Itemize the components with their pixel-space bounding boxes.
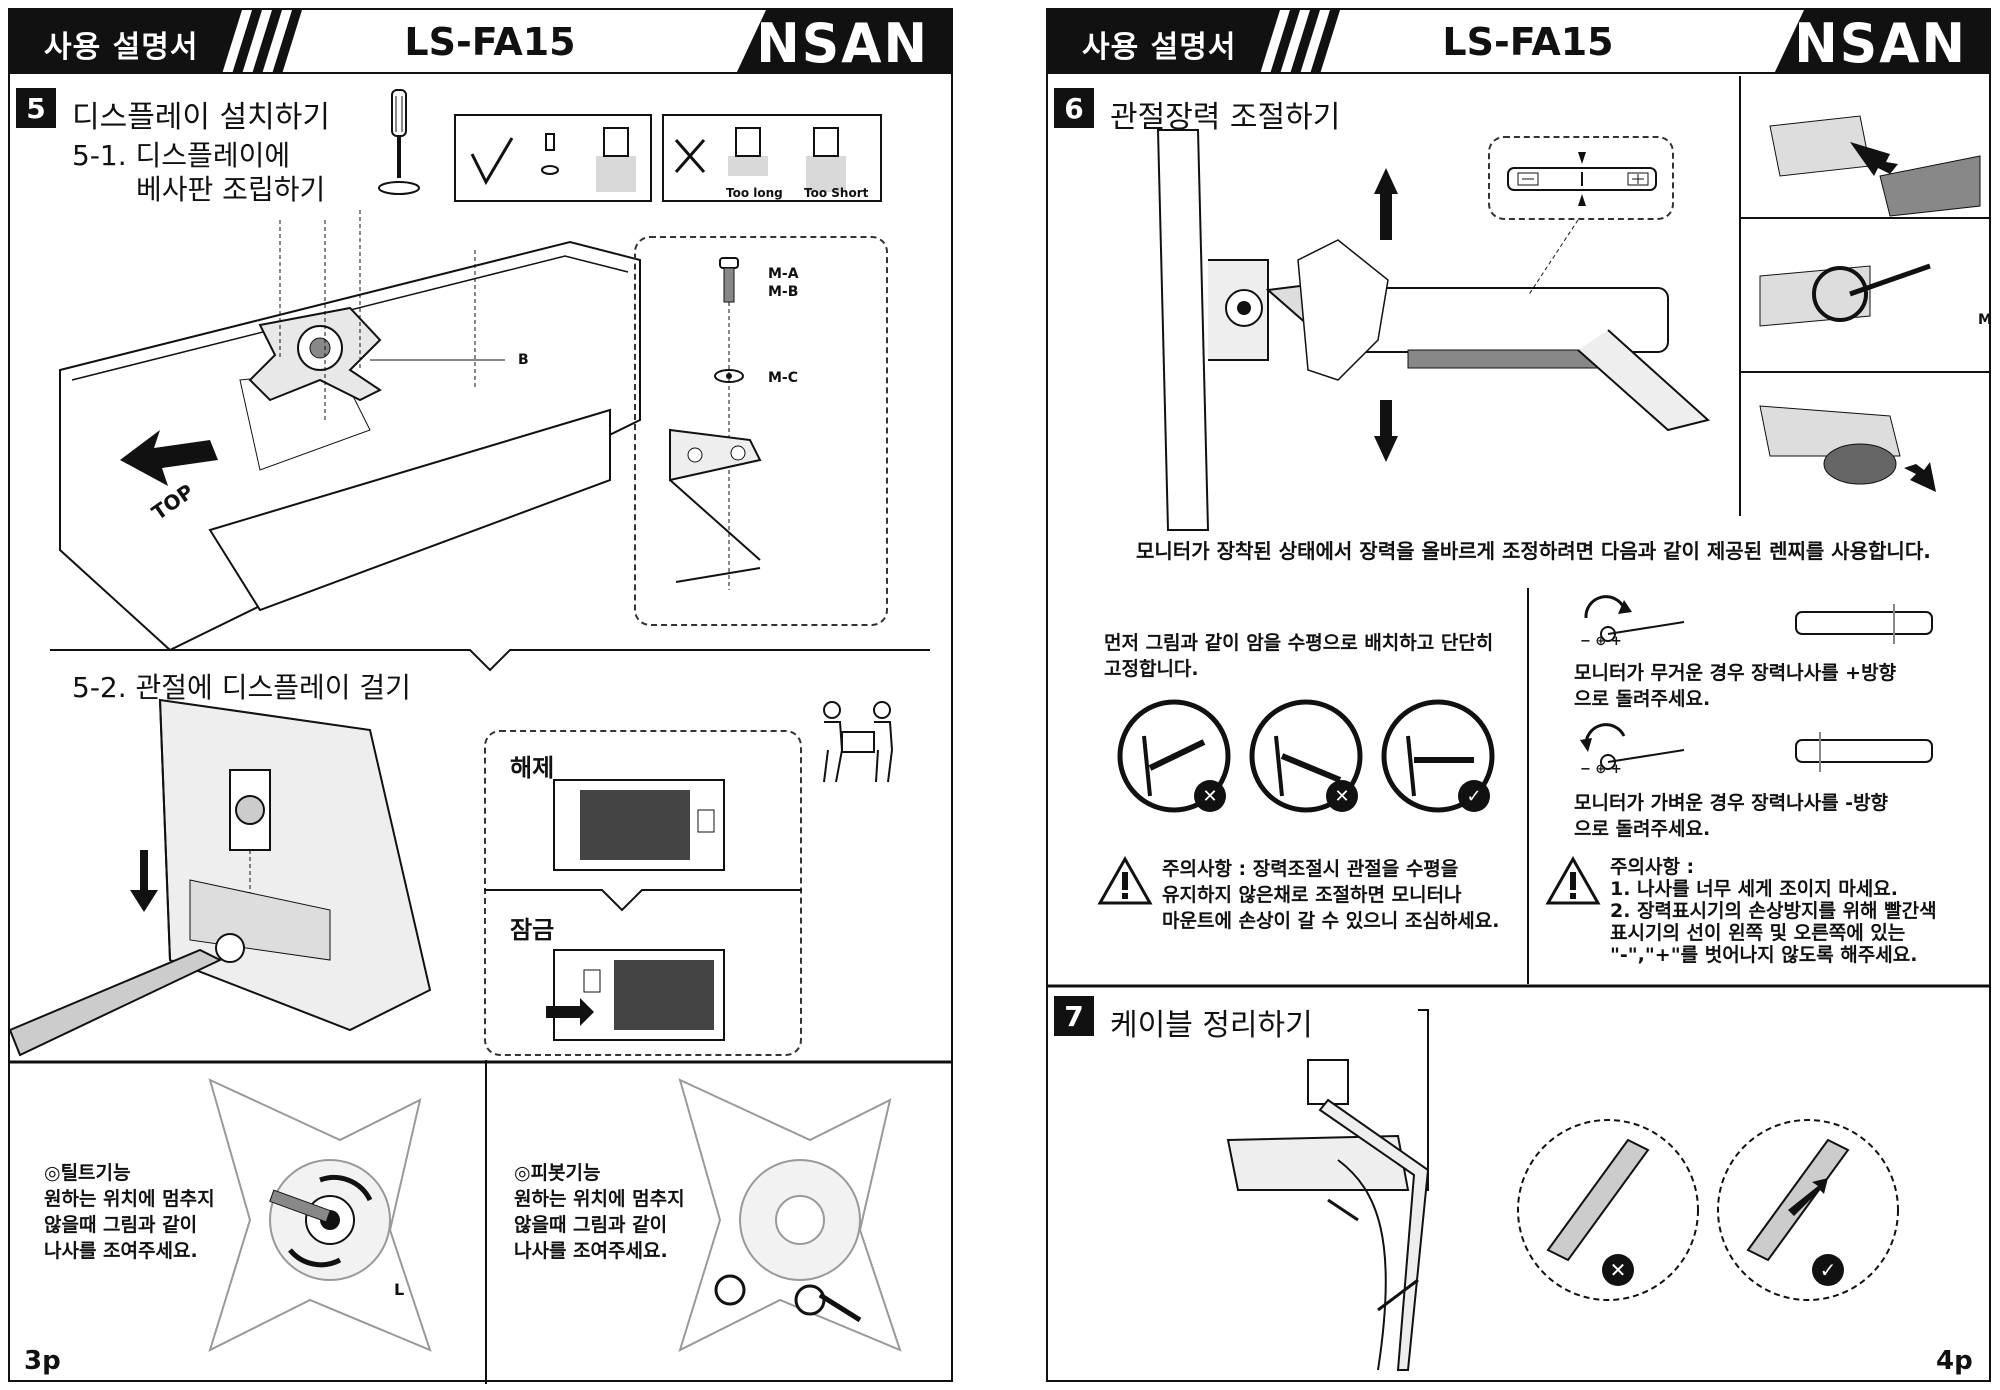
caution2-line2: 1. 나사를 너무 세게 조이지 마세요. bbox=[1610, 878, 1898, 900]
too-long-label: Too long bbox=[726, 186, 783, 200]
svg-text:✓: ✓ bbox=[1466, 786, 1481, 807]
light-line2: 으로 돌려주세요. bbox=[1574, 818, 1711, 840]
hang-display-illustration bbox=[8, 698, 432, 1057]
step5-title: 디스플레이 설치하기 bbox=[72, 100, 330, 135]
step5-1-title-line1: 5-1. 디스플레이에 bbox=[72, 139, 291, 172]
brand-logo: NSAN bbox=[1794, 12, 1967, 76]
screw-detail-box bbox=[634, 236, 888, 626]
step-number-7: 7 bbox=[1054, 996, 1094, 1036]
model-name: LS-FA15 bbox=[404, 20, 576, 64]
header-bar bbox=[1048, 10, 1989, 74]
pivot-text-line2: 원하는 위치에 멈추지 bbox=[514, 1188, 685, 1210]
light-minus-plus: − ⊕ + bbox=[1580, 762, 1622, 777]
tilt-text-line4: 나사를 조여주세요. bbox=[44, 1240, 198, 1262]
svg-text:✓: ✓ bbox=[1820, 1258, 1837, 1282]
tension-indicator bbox=[1507, 152, 1657, 206]
step5-1-title-line2: 베사판 조립하기 bbox=[136, 173, 326, 206]
heavy-wrench-diagram bbox=[1584, 595, 1933, 644]
label-l: L bbox=[394, 1280, 405, 1299]
page-header: 사용 설명서 LS-FA15 NSAN bbox=[1048, 10, 1989, 76]
caution1-line3: 마운트에 손상이 갈 수 있으니 조심하세요. bbox=[1162, 910, 1500, 932]
caution1-line2: 유지하지 않은채로 조절하면 모니터나 bbox=[1162, 884, 1462, 906]
caution2-line1: 주의사항 : bbox=[1610, 856, 1695, 878]
light-wrench-diagram bbox=[1580, 723, 1933, 772]
page-header: 사용 설명서 LS-FA15 NSAN bbox=[10, 10, 951, 76]
brand-logo: NSAN bbox=[756, 12, 929, 76]
caution1-text: 주의사항 : 장력조절시 관절을 수평을 유지하지 않은채로 조절하면 모니터나… bbox=[1162, 856, 1499, 934]
screw-detail-illustration bbox=[669, 257, 762, 590]
pivot-text: ◎피봇기능 원하는 위치에 멈추지 않을때 그림과 같이 나사를 조여주세요. bbox=[514, 1160, 685, 1264]
first-step-line2: 고정합니다. bbox=[1104, 658, 1199, 680]
step-number-5: 5 bbox=[16, 88, 56, 128]
screw-length-guide bbox=[454, 114, 882, 202]
step5-2-title: 5-2. 관절에 디스플레이 걸기 bbox=[72, 671, 411, 704]
screwdriver-icon bbox=[378, 89, 420, 195]
step-number-6: 6 bbox=[1054, 88, 1094, 128]
guide-label: 사용 설명서 bbox=[44, 30, 199, 65]
page-number-left: 3p bbox=[24, 1346, 61, 1376]
heavy-minus-plus: − ⊕ + bbox=[1580, 634, 1622, 649]
guide-label: 사용 설명서 bbox=[1082, 30, 1237, 65]
pivot-text-line3: 않을때 그림과 같이 bbox=[514, 1214, 668, 1236]
cable-management-illustration: ✕ ✓ bbox=[1226, 1009, 1899, 1371]
release-label: 해제 bbox=[510, 754, 555, 782]
heavy-line1: 모니터가 무거운 경우 장력나사를 +방향 bbox=[1574, 662, 1897, 684]
warning-icon bbox=[1545, 855, 1601, 905]
light-line1: 모니터가 가벼운 경우 장력나사를 -방향 bbox=[1574, 792, 1889, 814]
step6-title: 관절장력 조절하기 bbox=[1110, 100, 1341, 135]
svg-text:✕: ✕ bbox=[1202, 786, 1217, 807]
first-step-text: 먼저 그림과 같이 암을 수평으로 배치하고 단단히 고정합니다. bbox=[1104, 630, 1493, 682]
right-page: 사용 설명서 LS-FA15 NSAN 6 관절장력 조절하기 bbox=[1046, 8, 1992, 1382]
step7-title: 케이블 정리하기 bbox=[1110, 1008, 1313, 1043]
label-mb: M-B bbox=[768, 284, 799, 300]
heavy-line2: 으로 돌려주세요. bbox=[1574, 688, 1711, 710]
caution2-line5: "-","+"를 벗어나지 않도록 해주세요. bbox=[1610, 944, 1918, 966]
label-ma: M-A bbox=[768, 266, 799, 282]
callout-leader bbox=[1527, 219, 1579, 297]
pivot-text-line1: ◎피봇기능 bbox=[514, 1162, 601, 1184]
warning-icon bbox=[1097, 855, 1153, 905]
pivot-text-line4: 나사를 조여주세요. bbox=[514, 1240, 668, 1262]
lock-label: 잠금 bbox=[510, 916, 555, 944]
tension-indicator-callout bbox=[1488, 136, 1674, 220]
section-divider bbox=[50, 649, 930, 672]
header-bar bbox=[10, 10, 951, 74]
tension-arm-illustration bbox=[1156, 129, 1711, 531]
bottom-split-line bbox=[485, 1060, 487, 1384]
first-step-line1: 먼저 그림과 같이 암을 수평으로 배치하고 단단히 bbox=[1104, 632, 1494, 654]
svg-text:✕: ✕ bbox=[1334, 786, 1349, 807]
page-number-right: 4p bbox=[1936, 1346, 1973, 1376]
tilt-text: ◎틸트기능 원하는 위치에 멈추지 않을때 그림과 같이 나사를 조여주세요. bbox=[44, 1160, 215, 1264]
tilt-text-line3: 않을때 그림과 같이 bbox=[44, 1214, 198, 1236]
step7-divider bbox=[1048, 984, 1989, 988]
left-page: 사용 설명서 LS-FA15 NSAN 5 디스플레이 설치하기 5-1. 디스… bbox=[8, 8, 953, 1384]
caution2-line4: 표시기의 선이 왼쪽 및 오른쪽에 있는 bbox=[1610, 922, 1906, 944]
pivot-illustration bbox=[678, 1078, 902, 1352]
label-m: M bbox=[1978, 312, 1992, 328]
caution2-line3: 2. 장력표시기의 손상방지를 위해 빨간색 bbox=[1610, 900, 1937, 922]
label-b: B bbox=[518, 352, 529, 368]
heavy-text: 모니터가 무거운 경우 장력나사를 +방향 으로 돌려주세요. bbox=[1574, 660, 1896, 712]
wrench-steps-illustration bbox=[1739, 76, 1990, 516]
too-short-label: Too Short bbox=[804, 186, 869, 200]
bottom-divider bbox=[10, 1060, 951, 1064]
arm-level-examples: ✕ ✕ ✓ bbox=[1117, 699, 1495, 813]
release-lock-box bbox=[484, 730, 802, 1056]
caution1-line1: 주의사항 : 장력조절시 관절을 수평을 bbox=[1162, 858, 1459, 880]
instruction-text: 모니터가 장착된 상태에서 장력을 올바르게 조정하려면 다음과 같이 제공된 … bbox=[1136, 539, 1931, 563]
tilt-illustration bbox=[208, 1078, 432, 1352]
svg-text:✕: ✕ bbox=[1610, 1258, 1627, 1282]
two-people-icon bbox=[823, 701, 894, 783]
monitor-back-illustration bbox=[59, 210, 641, 652]
light-text: 모니터가 가벼운 경우 장력나사를 -방향 으로 돌려주세요. bbox=[1574, 790, 1888, 842]
tilt-text-line2: 원하는 위치에 멈추지 bbox=[44, 1188, 215, 1210]
step6-split-line bbox=[1527, 588, 1529, 984]
caution2-text: 주의사항 : 1. 나사를 너무 세게 조이지 마세요. 2. 장력표시기의 손… bbox=[1610, 856, 1937, 966]
model-name: LS-FA15 bbox=[1442, 20, 1614, 64]
release-lock-illustration bbox=[484, 779, 802, 1041]
tilt-text-line1: ◎틸트기능 bbox=[44, 1162, 131, 1184]
label-mc: M-C bbox=[768, 370, 799, 386]
